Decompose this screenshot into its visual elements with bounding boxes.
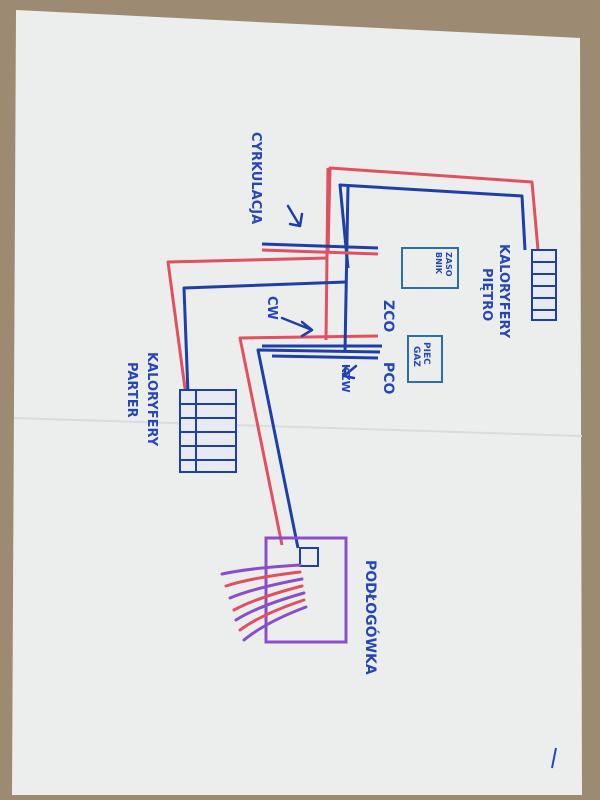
supply-pipe-ground [166,256,329,397]
label-podlogowka: PODŁOGÓWKA [362,560,380,675]
radiator-upper [531,249,557,321]
label-parter: PARTER [124,362,139,418]
return-pipe-floor [256,348,381,549]
return-pipes [182,183,527,549]
label-kzw: KZW [339,364,352,393]
gas-furnace-box [407,335,443,383]
label-zasobnik-1: ZASO [444,252,453,277]
pen-mark [551,747,557,769]
paper-sheet [12,10,582,795]
return-pipe-upper [338,183,527,269]
floor-heating-manifold [299,547,319,567]
supply-pipe-vertical [324,167,330,341]
circulation-line [261,242,379,256]
supply-pipe-floor [238,334,379,546]
boiler-tank-box [401,247,459,289]
label-zasobnik-2: BNIK [434,252,443,275]
floor-heating [220,536,348,644]
label-gaz: GAZ [411,346,421,367]
label-cyrkulacja: CYRKULACJA [248,132,263,224]
label-piec: PIEC [421,342,431,365]
label-pietro: PIĘTRO [479,268,494,321]
label-pco: PCO [380,362,396,395]
label-cw: CW [264,296,279,320]
paper-fold [13,417,583,437]
return-pipe-ground [182,280,347,395]
radiator-ground [179,389,237,473]
hot-water-line-2 [271,354,379,360]
label-kaloryfery-pietro: KALORYFERY [496,244,511,339]
return-pipe-vertical [343,184,350,353]
supply-pipes [166,166,540,546]
label-zco: ZCO [380,300,396,332]
floor-heating-area [264,536,348,644]
arrow-icon [280,204,358,380]
label-kaloryfery-parter: KALORYFERY [144,352,159,447]
